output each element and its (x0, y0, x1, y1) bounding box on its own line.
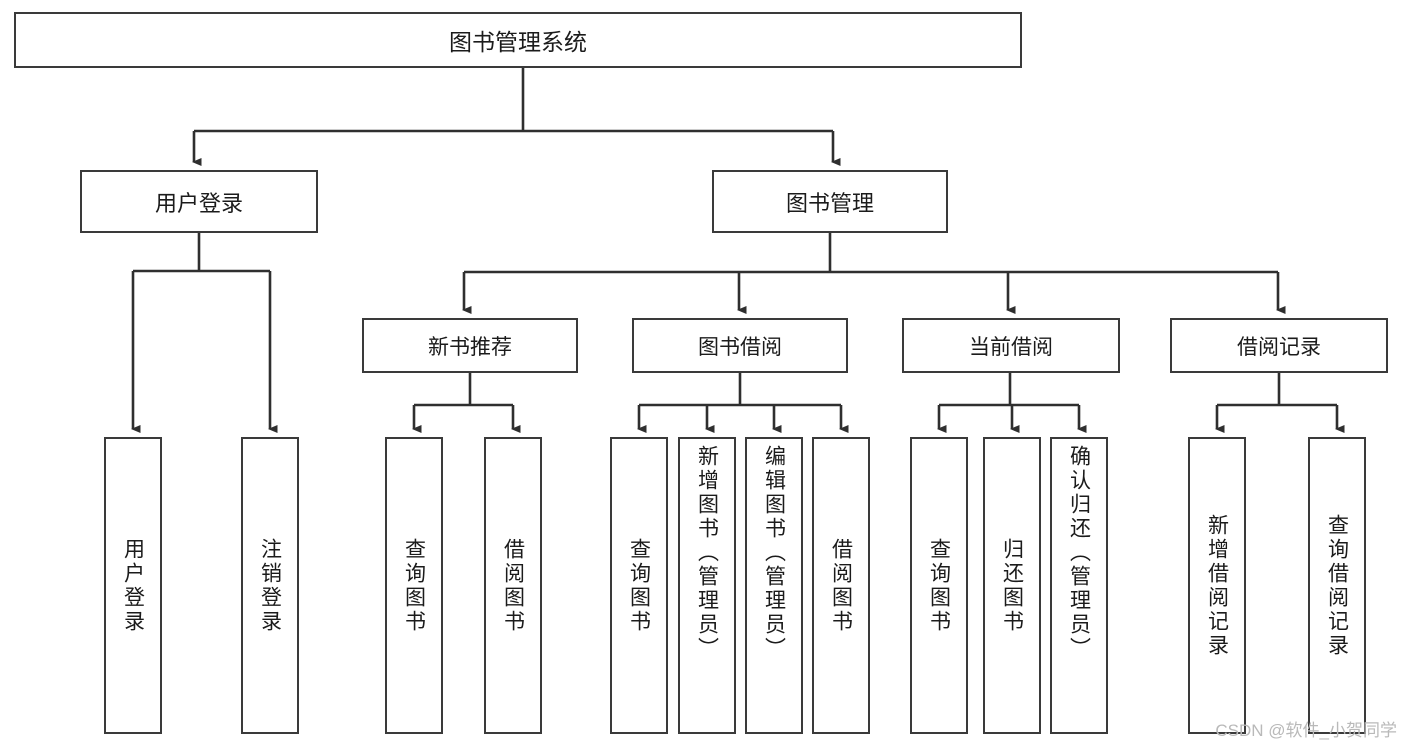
node-label: 归还图书 (1000, 537, 1024, 634)
node-leaf-confirm-return-admin[interactable]: 确认归还（管理员） (1050, 437, 1108, 734)
node-label: 新增图书（管理员） (695, 445, 719, 661)
node-leaf-query-book-borrow[interactable]: 查询图书 (610, 437, 668, 734)
node-label: 编辑图书（管理员） (762, 445, 786, 661)
node-label: 用户登录 (154, 190, 243, 216)
node-label: 图书借阅 (698, 335, 782, 359)
node-leaf-query-book-recommend[interactable]: 查询图书 (385, 437, 443, 734)
node-label: 确认归还（管理员） (1067, 445, 1091, 661)
node-label: 新增借阅记录 (1205, 513, 1229, 658)
node-label: 注销登录 (258, 537, 282, 634)
node-label: 新书推荐 (428, 335, 512, 359)
node-label: 查询借阅记录 (1325, 513, 1349, 658)
node-borrow-record[interactable]: 借阅记录 (1170, 318, 1388, 373)
node-leaf-edit-book-admin[interactable]: 编辑图书（管理员） (745, 437, 803, 734)
node-user-login[interactable]: 用户登录 (80, 170, 318, 233)
node-label: 借阅记录 (1237, 335, 1321, 359)
node-leaf-user-login[interactable]: 用户登录 (104, 437, 162, 734)
node-label: 查询图书 (627, 537, 651, 634)
node-leaf-add-borrow-record[interactable]: 新增借阅记录 (1188, 437, 1246, 734)
node-label: 用户登录 (121, 537, 145, 634)
node-label: 查询图书 (927, 537, 951, 634)
node-leaf-logout[interactable]: 注销登录 (241, 437, 299, 734)
node-label: 借阅图书 (501, 537, 525, 634)
node-label: 图书管理 (785, 190, 874, 216)
node-label: 当前借阅 (969, 335, 1053, 359)
node-leaf-add-book-admin[interactable]: 新增图书（管理员） (678, 437, 736, 734)
node-leaf-query-borrow-record[interactable]: 查询借阅记录 (1308, 437, 1366, 734)
node-label: 借阅图书 (829, 537, 853, 634)
node-label: 图书管理系统 (449, 29, 587, 55)
node-label: 查询图书 (402, 537, 426, 634)
node-leaf-borrow-book[interactable]: 借阅图书 (812, 437, 870, 734)
node-leaf-query-book-current[interactable]: 查询图书 (910, 437, 968, 734)
node-book-borrow[interactable]: 图书借阅 (632, 318, 848, 373)
node-new-book-recommendation[interactable]: 新书推荐 (362, 318, 578, 373)
node-book-management-system[interactable]: 图书管理系统 (14, 12, 1022, 68)
node-leaf-borrow-book-recommend[interactable]: 借阅图书 (484, 437, 542, 734)
node-leaf-return-book[interactable]: 归还图书 (983, 437, 1041, 734)
node-current-borrow[interactable]: 当前借阅 (902, 318, 1120, 373)
node-book-management[interactable]: 图书管理 (712, 170, 948, 233)
